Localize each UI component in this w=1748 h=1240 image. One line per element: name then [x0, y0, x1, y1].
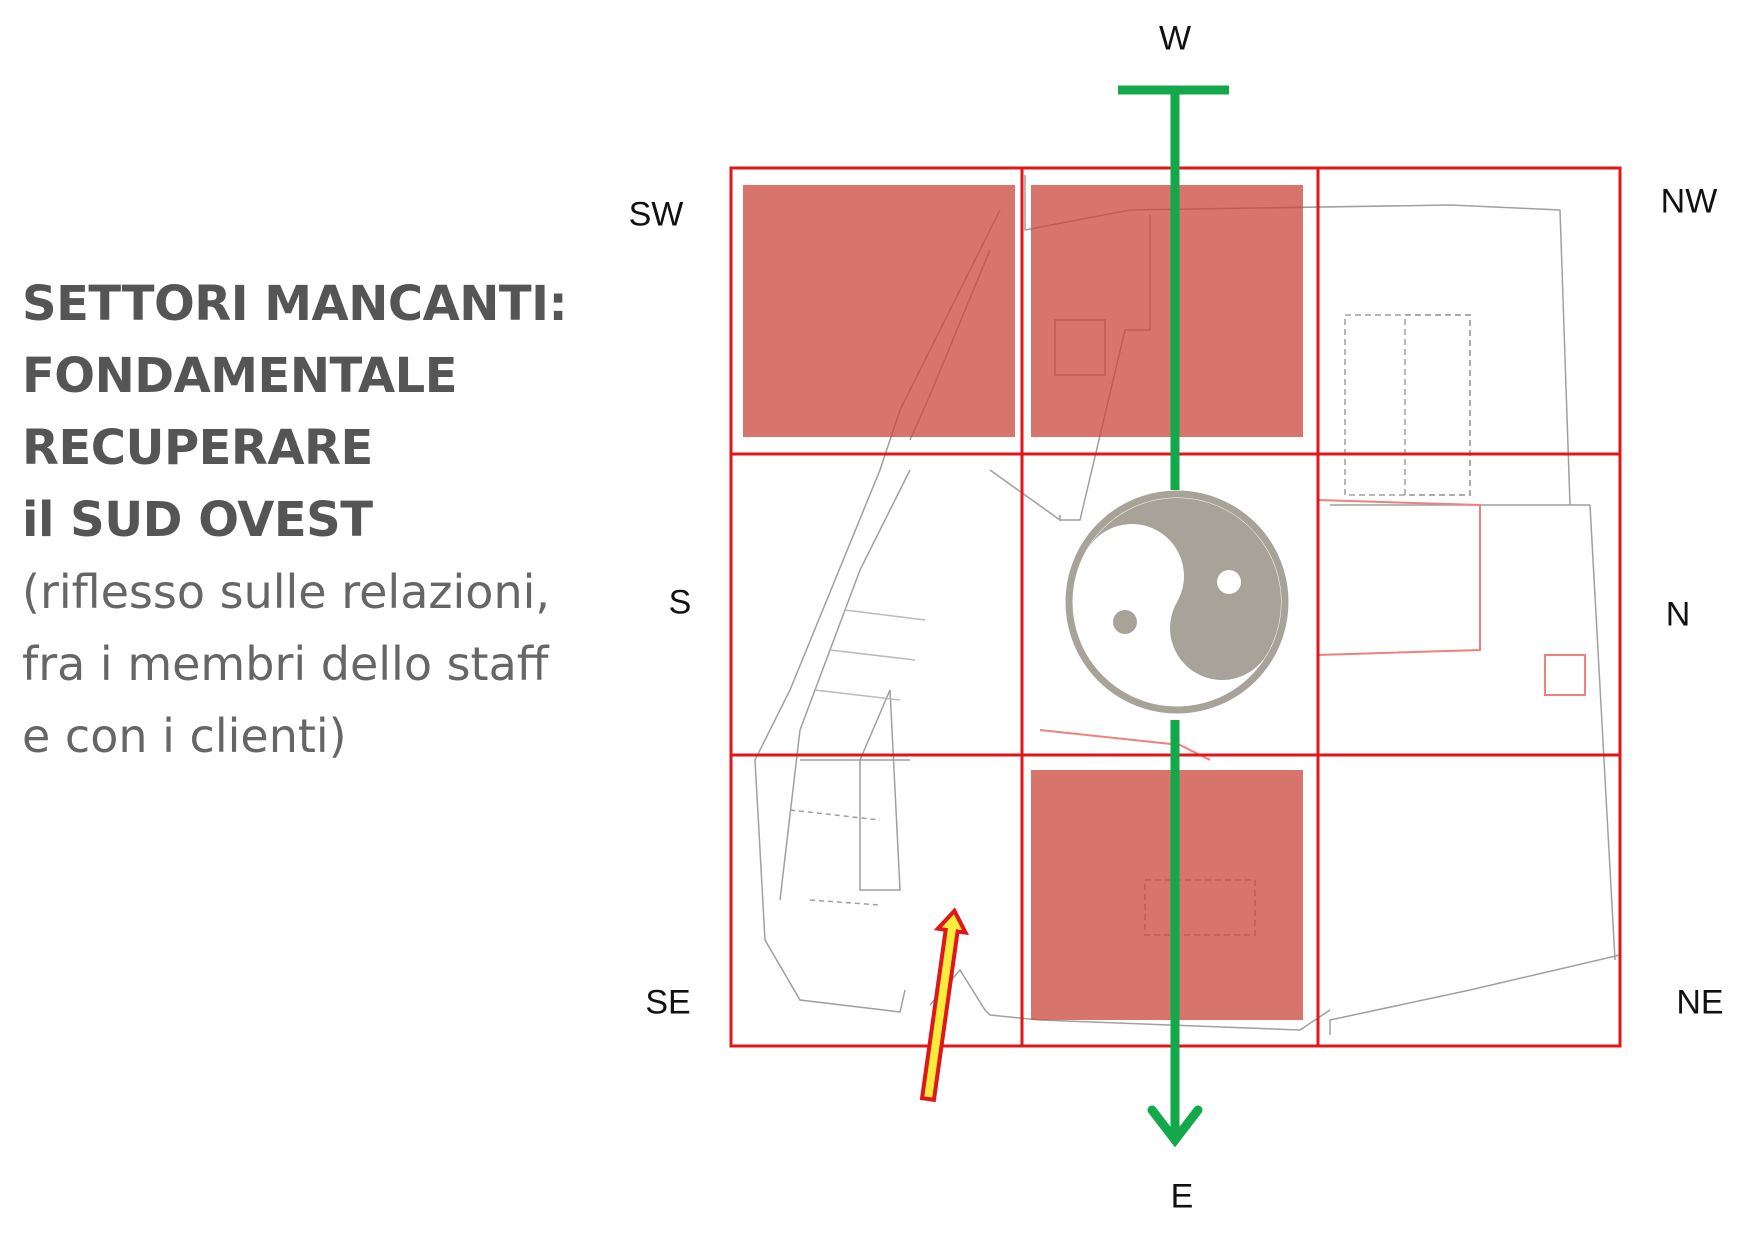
missing-sector-sw — [743, 185, 1015, 437]
note-line: fra i membri dello staff — [22, 637, 549, 691]
description-text: SETTORI MANCANTI: FONDAMENTALE RECUPERAR… — [22, 268, 568, 772]
direction-label-e: E — [1170, 1177, 1194, 1216]
missing-sector-w — [1031, 185, 1303, 437]
yin-yang-icon — [1065, 490, 1289, 714]
note-line: (riflesso sulle relazioni, — [22, 565, 551, 619]
heading-line: FONDAMENTALE — [22, 348, 458, 404]
note-line: e con i clienti) — [22, 709, 347, 763]
missing-sectors — [743, 185, 1303, 1020]
heading-line: SETTORI MANCANTI: — [22, 276, 568, 332]
heading-line: il SUD OVEST — [22, 492, 373, 548]
direction-label-se: SE — [645, 983, 691, 1022]
direction-label-s: S — [668, 583, 692, 622]
entrance-arrow-icon — [919, 907, 970, 1103]
direction-label-nw: NW — [1660, 182, 1718, 221]
heading-line: RECUPERARE — [22, 420, 373, 476]
missing-sector-e — [1031, 770, 1303, 1020]
bagua-grid — [729, 166, 1622, 1048]
direction-label-ne: NE — [1676, 983, 1724, 1022]
direction-label-sw: SW — [628, 195, 684, 234]
direction-label-n: N — [1665, 595, 1691, 634]
west-east-axis — [1118, 85, 1229, 1148]
direction-label-w: W — [1158, 19, 1192, 58]
